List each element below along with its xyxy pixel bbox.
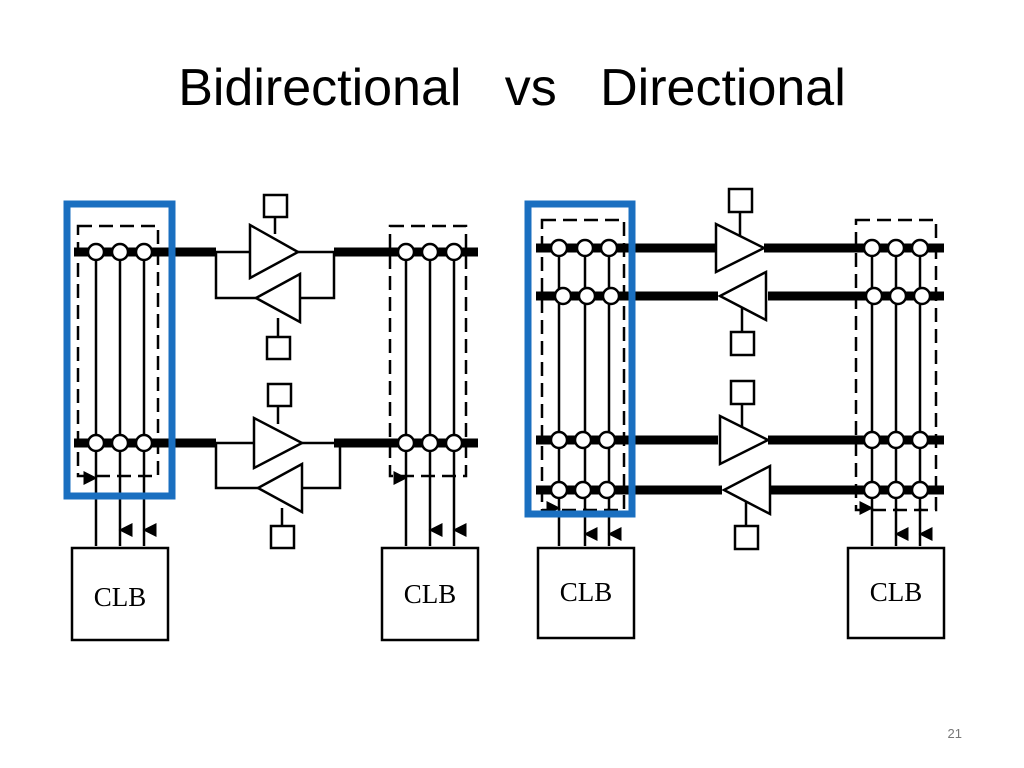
directional-diagram: [536, 187, 946, 640]
clb-box: [380, 546, 480, 642]
connection-block-right: [854, 218, 938, 546]
page-number: 21: [947, 726, 962, 741]
clb-label: CLB: [560, 577, 613, 607]
directional-driver-group-top: [714, 187, 768, 357]
slide-title: Bidirectional vs Directional: [178, 59, 846, 117]
highlight-box-bidirectional: [63, 200, 176, 500]
clb-box: [70, 546, 170, 642]
highlight-box-directional: [524, 200, 636, 518]
clb-box: [846, 546, 946, 640]
connection-block-right: [388, 224, 468, 546]
clb-label: CLB: [404, 579, 457, 609]
clb-label: CLB: [94, 582, 147, 612]
connection-block-left: [540, 218, 626, 546]
clb-box: [536, 546, 636, 640]
directional-driver-group-bottom: [718, 379, 772, 551]
connection-block-left: [76, 224, 160, 546]
clb-label: CLB: [870, 577, 923, 607]
bidirectional-diagram: [70, 193, 480, 642]
bidirectional-switch-top: [214, 193, 336, 361]
bidirectional-switch-bottom: [214, 382, 342, 550]
